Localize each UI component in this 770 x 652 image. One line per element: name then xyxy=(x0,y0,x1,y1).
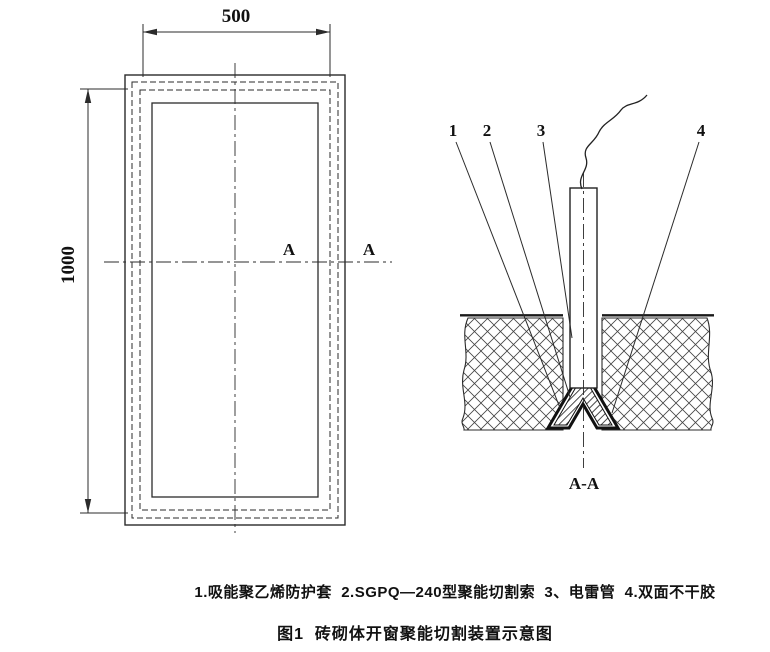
arrowhead-top xyxy=(84,89,92,103)
section-view-label: A-A xyxy=(569,474,600,493)
section-label-a-right: A xyxy=(363,240,376,259)
callout-1: 1 xyxy=(449,121,458,140)
figure-caption: 图1 砖砌体开窗聚能切割装置示意图 xyxy=(277,626,553,643)
leader-line-1 xyxy=(455,141,561,409)
parts-legend: 1.吸能聚乙烯防护套 2.SGPQ—240型聚能切割索 3、电雷管 4.双面不干… xyxy=(194,584,716,601)
leader-line-4 xyxy=(611,141,700,414)
arrowhead-bottom xyxy=(84,499,92,513)
front-view: A A 500 1000 xyxy=(58,6,392,533)
dim-height-value: 1000 xyxy=(58,246,79,284)
dimension-width: 500 xyxy=(142,6,331,77)
callout-4: 4 xyxy=(697,121,706,140)
section-label-a-left: A xyxy=(283,240,296,259)
wall-left-block xyxy=(461,317,564,431)
callout-3: 3 xyxy=(537,121,546,140)
callout-2: 2 xyxy=(483,121,492,140)
dim-width-value: 500 xyxy=(222,6,251,27)
wall-right-block xyxy=(601,317,714,431)
leader-line-3 xyxy=(542,141,573,339)
dimension-height: 1000 xyxy=(58,88,128,514)
technical-drawing: A A 500 1000 xyxy=(58,6,714,533)
section-view: 1 2 3 4 A-A xyxy=(449,94,714,493)
arrowhead-right xyxy=(316,28,330,36)
detonator-wire xyxy=(579,94,648,190)
arrowhead-left xyxy=(143,28,157,36)
leader-line-2 xyxy=(489,141,571,398)
